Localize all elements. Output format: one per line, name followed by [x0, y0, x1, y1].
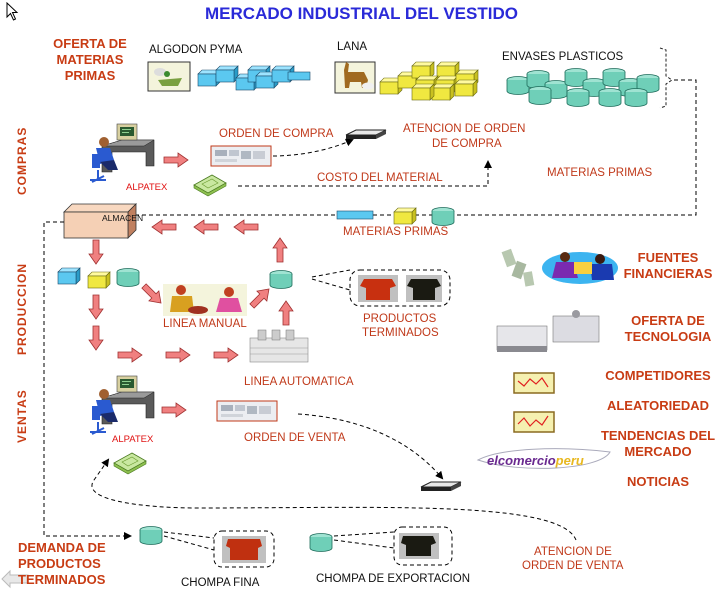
production-down-arrow-2 [88, 325, 104, 351]
news-logo-part-a: elcomercio [487, 453, 556, 468]
sales-order-label: ORDEN DE VENTA [244, 432, 346, 444]
purchase-order-fulfillment-label-1: ATENCION DE ORDEN [403, 123, 526, 135]
finished-products-label-2: TERMINADOS [362, 327, 439, 339]
purchasing-actor-label: ALPATEX [126, 182, 168, 193]
production-down-arrow-1 [88, 294, 104, 320]
purchase-payment-money-image [193, 174, 227, 197]
raw-materials-icons [336, 207, 455, 226]
cotton-bales-image [197, 65, 311, 91]
to-automatic-line-arrow-1 [117, 347, 143, 363]
fine-sweater-callout-line [163, 531, 215, 551]
material-cost-label: COSTO DEL MATERIAL [317, 172, 443, 184]
export-sweater-drum-icon [309, 533, 333, 552]
randomness-label: ALEATORIEDAD [606, 398, 710, 413]
to-automatic-line-arrow-2 [165, 347, 191, 363]
sales-order-fulfillment-label-2: ORDEN DE VENTA [522, 560, 624, 572]
warehouse-box-image [63, 203, 137, 239]
export-sweater-callout [393, 526, 453, 566]
randomness-chart-icon [513, 411, 555, 433]
wool-bales-image [379, 61, 479, 101]
purchase-order-label: ORDEN DE COMPRA [219, 128, 334, 140]
export-sweater-label: CHOMPA DE EXPORTACION [316, 573, 470, 585]
plastic-containers-image [506, 68, 660, 107]
elcomercio-logo [476, 448, 611, 469]
raw-materials-label: MATERIAS PRIMAS [343, 226, 449, 238]
warehouse-label: ALMACEN [102, 213, 144, 223]
purchase-order-document-image [210, 145, 272, 167]
finished-products-callout-line [311, 269, 351, 291]
suppliers-brace [659, 47, 673, 109]
export-sweater-callout-line [333, 531, 395, 549]
supplier-algodon-label: ALGODON PYMA [149, 44, 243, 56]
materials-row-icons [57, 267, 140, 289]
export-sweater-image [399, 533, 439, 559]
warehouse-inflow-arrow-3 [233, 219, 259, 235]
mouse-cursor-icon [6, 2, 19, 21]
money-flying-image [501, 248, 535, 287]
supplier-lana-label: LANA [337, 41, 368, 53]
black-sweater-image [406, 275, 442, 302]
to-manual-line-arrow [138, 280, 167, 309]
financing-meeting-image [542, 252, 618, 284]
demand-flow-line [43, 221, 132, 540]
raw-materials-flow-line [132, 79, 697, 216]
purchase-order-fulfillment-label-2: DE COMPRA [432, 138, 502, 150]
purchase-arrow-icon [163, 152, 189, 168]
fine-sweater-label: CHOMPA FINA [181, 577, 260, 589]
fine-sweater-image [222, 536, 266, 563]
sales-order-fulfillment-label-1: ATENCION DE [534, 546, 612, 558]
competitors-label: COMPETIDORES [605, 368, 711, 383]
sales-tray-icon [420, 481, 462, 492]
red-sweater-image [358, 275, 398, 302]
oferta-materias-primas-heading: OFERTA DE MATERIAS PRIMAS [53, 36, 127, 83]
manual-line-image [163, 284, 247, 316]
technology-offer-label: OFERTA DE TECNOLOGIA [624, 313, 712, 344]
warehouse-inflow-arrow-2 [193, 219, 219, 235]
order-to-supplier-line [272, 138, 354, 157]
sales-arrow-icon [161, 402, 187, 418]
sales-payment-money-image [113, 452, 147, 475]
news-source-logo: elcomercioperu [487, 453, 584, 468]
purchase-tray-icon [345, 129, 387, 140]
market-trends-label: TENDENCIAS DEL MERCADO [600, 428, 716, 459]
cotton-supplier-image [147, 61, 191, 92]
sales-order-flow-line [297, 413, 444, 480]
cost-flow-line [238, 160, 492, 187]
fine-sweater-callout [213, 530, 275, 568]
warehouse-inflow-arrow-1 [151, 219, 177, 235]
previous-slide-icon [1, 569, 29, 589]
finished-products-demand-heading: DEMANDA DE PRODUCTOS TERMINADOS [18, 540, 106, 587]
finished-goods-drum-icon [269, 270, 293, 289]
manual-to-finished-arrow [246, 283, 275, 312]
competitors-chart-icon [513, 372, 555, 394]
raw-materials-right-label: MATERIAS PRIMAS [547, 167, 653, 179]
supplier-envases-label: ENVASES PLASTICOS [502, 51, 624, 63]
sales-payment-return-line [91, 458, 577, 541]
purchasing-workstation-image [89, 123, 155, 183]
automatic-line-label: LINEA AUTOMATICA [244, 376, 354, 388]
fine-sweater-drum-icon [139, 526, 163, 545]
news-label: NOTICIAS [626, 474, 690, 489]
wool-supplier-image [334, 61, 376, 94]
finished-goods-up-arrow [272, 237, 288, 263]
financing-sources-label: FUENTES FINANCIERAS [623, 250, 713, 281]
automatic-to-finished-arrow [278, 300, 294, 326]
to-automatic-line-arrow-3 [213, 347, 239, 363]
page-title: MERCADO INDUSTRIAL DEL VESTIDO [205, 4, 518, 23]
automatic-line-machine-image [249, 329, 309, 363]
finished-products-label-1: PRODUCTOS [363, 313, 437, 325]
news-logo-part-b: peru [555, 453, 584, 468]
sales-actor-label: ALPATEX [112, 434, 154, 445]
warehouse-down-arrow [88, 239, 104, 265]
sales-order-document-image [216, 400, 278, 422]
sales-workstation-image [89, 375, 155, 435]
sewing-machines-image [496, 310, 600, 352]
manual-line-label: LINEA MANUAL [163, 318, 247, 330]
